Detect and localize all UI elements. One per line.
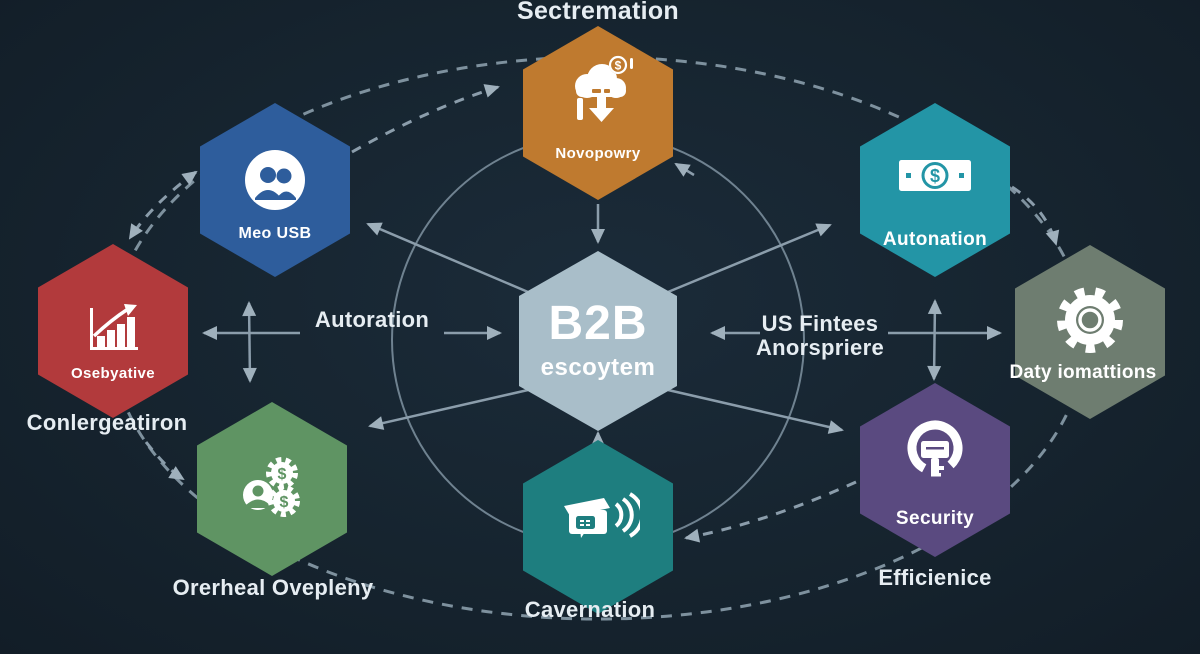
person-dollar-gears-icon: $ $ [243,457,300,517]
circle-flow-arrow [674,162,695,177]
gear-icon [1057,287,1123,353]
hexagon-growth-chart: Osebyative [38,244,188,418]
arrow-money-security-bidirectional [927,299,942,381]
hexagon-users: Meo USB [200,103,350,277]
svg-text:$: $ [280,494,289,511]
left-connector-label: Autoration [314,307,430,332]
arrow-users-gears-bidirectional [242,301,257,383]
hexagon-pos-terminal [523,440,673,614]
center-title: B2B [548,297,648,350]
hexagon-security-label: Security [895,508,975,529]
right-connector-label-line1: US Fintees [761,311,879,336]
right-connector-label-line2: Anorspriere [755,334,884,360]
arrow-center-to-security [667,388,844,434]
hexagon-money-label: Autonation [882,229,988,250]
dashed-arrow-chart-to-gears [144,441,185,481]
center-hex-text: B2B escoytem [519,251,677,431]
hexagon-users-label: Meo USB [238,225,312,242]
users-icon [245,150,305,210]
hexagon-cloud-payments: $ Novopowry [523,26,673,200]
dashed-arrow-money-to-gear [1011,185,1060,246]
dashed-arrows [128,84,1060,543]
bar-chart-growth-icon [90,304,138,350]
dashed-arrow-users-chart-bidirectional [128,170,198,240]
hexagon-money: $ Autonation [860,103,1010,277]
right-connector-label: US Fintees Anorspriere [715,312,925,360]
dashed-arrow-users-to-cloud [351,84,500,154]
security-outside-label: Efficienice [878,565,992,590]
hexagon-chart-label: Osebyative [70,365,156,382]
cloud-dollar-download-icon: $ [575,55,633,122]
hexagon-gear [1015,245,1165,419]
chart-outside-label: Conlergeatiron [26,410,188,435]
solid-arrows [202,204,1002,470]
svg-text:$: $ [278,466,287,483]
hexagon-security: Security [860,383,1010,557]
arrow-center-to-gears [368,388,529,430]
hexagon-gears-shape [197,402,347,576]
padlock-icon [907,420,963,477]
arrow-center-to-users [366,222,529,294]
hexagon-person-dollar-gears: $ $ [197,402,347,576]
top-title-label: Sectremation [517,0,679,25]
arrow-center-to-money [667,223,832,294]
hexagon-gear-label: Daty iomattions [1009,362,1157,383]
gears-outside-label: Orerheal Ovepleny [172,575,374,600]
pos-terminal-signal-icon [564,492,640,538]
hexagon-center-b2b: B2B escoytem [519,251,677,431]
dollar-bill-icon: $ [899,160,971,191]
hexagon-cloud-label: Novopowry [555,145,641,162]
center-subtitle: escoytem [540,354,656,381]
svg-text:$: $ [615,59,622,73]
dashed-arrow-security-to-pos [684,480,857,543]
svg-text:$: $ [930,166,940,186]
pos-outside-label: Cavernation [524,597,656,622]
